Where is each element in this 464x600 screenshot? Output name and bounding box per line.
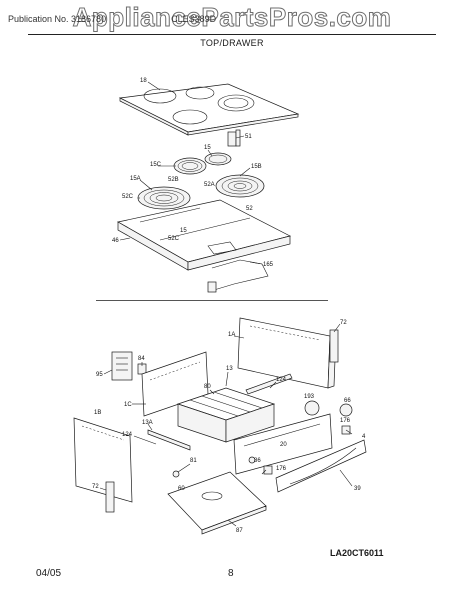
callout: 72 <box>340 320 347 326</box>
watermark: AppliancePartsPros.com <box>72 2 392 33</box>
callout: 15 <box>204 145 211 151</box>
diagram-code: LA20CT6011 <box>330 548 384 558</box>
callout: 15B <box>251 164 262 170</box>
top-callouts: 18 51 15 15C 15B 52B 52A 15A 52C 52 15 4… <box>112 78 274 268</box>
burner-box-frame <box>117 199 291 271</box>
callout: 51 <box>245 134 252 140</box>
slide-rail-124 <box>245 373 293 395</box>
callout: 20 <box>280 442 287 448</box>
bracket-72-bottom <box>105 481 115 513</box>
wire-harness-165 <box>207 259 269 293</box>
callout: 13A <box>142 420 153 426</box>
callout: 15C <box>150 162 162 168</box>
callout: 13 <box>226 366 233 372</box>
footer-date: 04/05 <box>36 568 62 579</box>
callout: 124 <box>122 432 133 438</box>
callout: 1C <box>124 402 132 408</box>
callout: 80 <box>204 384 211 390</box>
callout: 52 <box>246 206 253 212</box>
bottom-callouts: 72 1A 84 95 13 124 80 1C 193 66 176 1B 1… <box>92 320 366 534</box>
callout: 15 <box>180 228 187 234</box>
section-divider <box>96 300 328 301</box>
callout: 84 <box>138 356 145 362</box>
drawer-front-20 <box>233 413 333 475</box>
callout: 1A <box>228 332 235 338</box>
top-leader-lines <box>119 81 263 265</box>
callout: 86 <box>254 458 261 464</box>
slide-rail-13a <box>147 429 191 451</box>
callout: 52A <box>204 182 215 188</box>
callout: 1B <box>94 410 101 416</box>
callout: 18 <box>140 78 147 84</box>
drawer-rack-80 <box>176 387 276 443</box>
footer-page-number: 8 <box>228 568 234 579</box>
vent-95 <box>111 351 133 381</box>
bottom-leader-lines <box>99 323 353 527</box>
callout: 165 <box>263 262 274 268</box>
section-title: TOP/DRAWER <box>200 38 264 48</box>
callout: 176 <box>276 466 287 472</box>
publication-number: Publication No. 3186780 <box>8 14 107 24</box>
side-panel-1b <box>73 417 133 503</box>
callout: 46 <box>112 238 119 244</box>
terminal-block-51 <box>227 129 241 147</box>
callout: 72 <box>92 484 99 490</box>
model-number: CLES389D <box>171 14 217 24</box>
callout: 52C <box>122 194 134 200</box>
callout: 52B <box>168 177 179 183</box>
callout: 124 <box>276 377 287 383</box>
callout: 81 <box>190 458 197 464</box>
callout: 193 <box>304 394 315 400</box>
callout: 176 <box>340 418 351 424</box>
callout: 39 <box>354 486 361 492</box>
callout: 4 <box>362 434 366 440</box>
drawer-bottom-87 <box>167 471 267 535</box>
header-publication: Publication No. 3186780 CLES389D <box>8 14 216 24</box>
cooktop-glass <box>118 83 300 136</box>
callout: 95 <box>96 372 103 378</box>
callout: 87 <box>236 528 243 534</box>
callout: 66 <box>344 398 351 404</box>
handle-39 <box>275 439 367 493</box>
bracket-72-top <box>329 329 339 363</box>
callout: 15A <box>130 176 141 182</box>
callout: 52C <box>168 236 180 242</box>
header-rule <box>28 34 436 35</box>
callout: 60 <box>178 486 185 492</box>
